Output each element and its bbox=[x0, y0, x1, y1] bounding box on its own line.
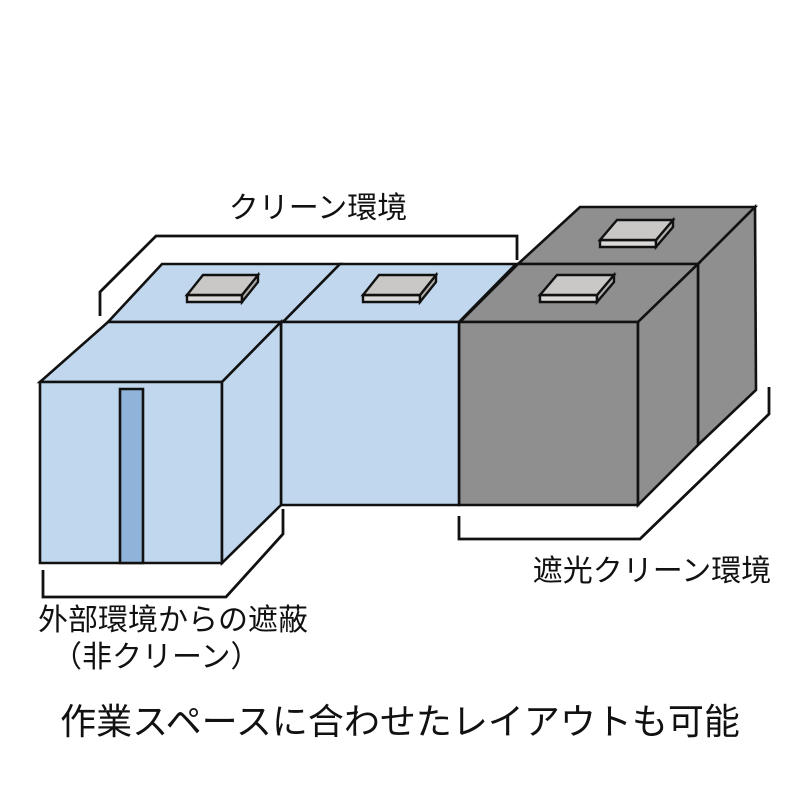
lid-top-face bbox=[360, 273, 439, 297]
label-clean-environment: クリーン環境 bbox=[228, 192, 408, 225]
lid-top-face bbox=[184, 273, 261, 297]
shaded-front-module-front-face bbox=[457, 320, 640, 507]
bracket-external-shield bbox=[41, 509, 285, 599]
lid-top-face bbox=[537, 273, 617, 297]
caption-layout-note: 作業スペースに合わせたレイアウトも可能 bbox=[60, 701, 740, 742]
lid-shaded-front-module bbox=[537, 271, 617, 306]
label-external-shield-line2: （非クリーン） bbox=[52, 641, 261, 674]
lid-shaded-back-module bbox=[597, 216, 676, 251]
clean-front-module-door-seam bbox=[118, 387, 145, 565]
clean-front-module-side-face bbox=[220, 318, 283, 567]
clean-middle-module-front-face bbox=[279, 320, 461, 507]
bracket-shaded-clean-environment bbox=[457, 387, 771, 541]
lid-clean-middle-module bbox=[360, 271, 439, 306]
shaded-front-module-side-face bbox=[636, 260, 700, 509]
label-shaded-clean-environment: 遮光クリーン環境 bbox=[532, 555, 772, 588]
lid-top-face bbox=[597, 218, 676, 242]
lid-clean-back-module bbox=[184, 271, 261, 306]
label-external-shield-line1: 外部環境からの遮蔽 bbox=[38, 604, 308, 637]
bracket-clean-environment bbox=[98, 234, 519, 316]
